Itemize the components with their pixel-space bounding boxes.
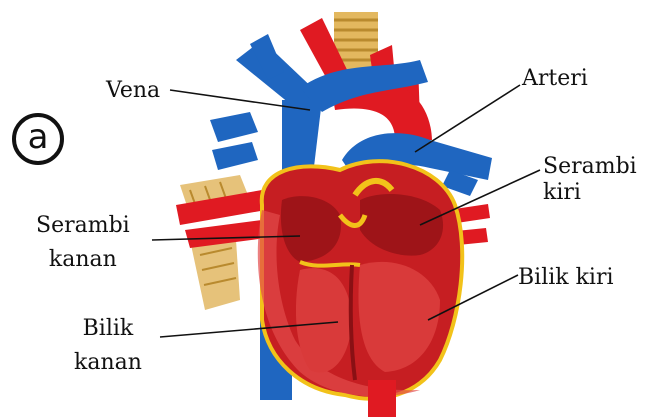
label-serambi-kiri-line2: kiri — [543, 180, 637, 206]
label-arteri: Arteri — [522, 66, 588, 92]
panel-badge: a — [12, 113, 64, 165]
descending-aorta — [368, 380, 396, 417]
label-serambi-kanan-line2: kanan — [36, 247, 130, 273]
label-bilik-kanan-line2: kanan — [74, 350, 142, 376]
label-bilik-kanan: Bilik kanan — [74, 316, 142, 376]
label-serambi-kanan-line1: Serambi — [36, 213, 130, 239]
heart-body — [258, 161, 462, 398]
label-vena: Vena — [106, 78, 160, 104]
leader-arteri — [415, 85, 520, 152]
label-serambi-kiri-line1: Serambi — [543, 154, 637, 180]
label-serambi-kanan: Serambi kanan — [36, 213, 130, 273]
label-serambi-kiri: Serambi kiri — [543, 154, 637, 206]
label-bilik-kanan-line1: Bilik — [74, 316, 142, 342]
label-bilik-kiri: Bilik kiri — [518, 265, 614, 291]
